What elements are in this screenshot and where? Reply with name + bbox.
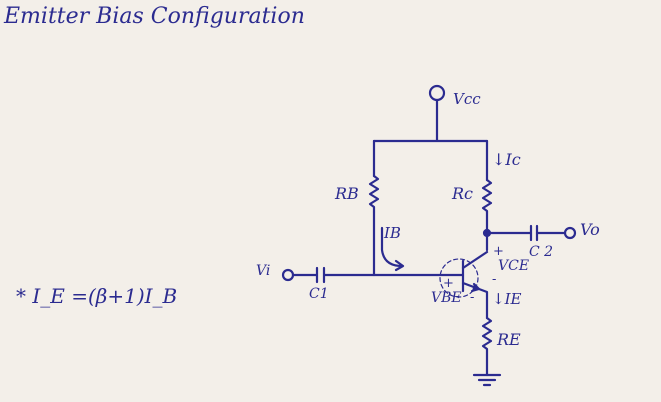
c1-label: C1 [309,286,329,302]
re-label: RE [497,330,521,349]
vce-minus: - [492,272,497,287]
page-title: Emitter Bias Configuration [4,4,305,29]
vo-terminal [563,226,577,240]
ground-icon [472,373,502,387]
transistor-collector [461,250,489,270]
c2-label: C 2 [529,244,554,260]
vo-label: Vo [580,220,600,239]
re-resistor [481,316,493,377]
vbe-label: VBE [431,290,462,306]
ib-arrow-icon [380,226,405,272]
vi-terminal [281,268,295,282]
vbe-minus: - [470,290,475,305]
vcc-wire [372,98,489,143]
rb-label: RB [335,184,359,203]
rc-resistor [481,178,493,214]
transistor-emitter [461,281,489,320]
transistor-outline [439,258,479,298]
c1-capacitor [315,266,326,284]
c2-capacitor [529,224,539,242]
emitter-current-formula: * I_E =(β+1)I_B [16,284,178,308]
ic-label: ↓Ic [492,150,521,169]
vcc-label: Vcc [453,90,481,108]
vce-label: VCE [498,258,530,274]
rc-label: Rc [452,184,474,203]
rb-resistor [368,174,380,214]
ie-label: ↓IE [492,290,522,308]
vcc-terminal [428,84,446,102]
vce-plus: + [493,244,504,259]
ib-label: IB [384,224,401,242]
vbe-plus: + [443,276,454,291]
vi-label: Vi [256,263,271,279]
